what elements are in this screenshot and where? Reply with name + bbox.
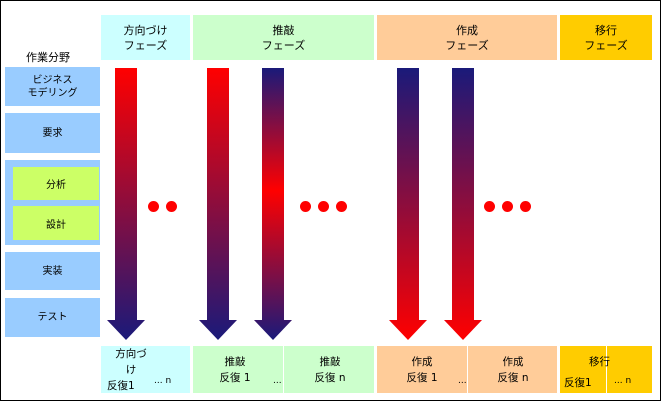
ellipsis-dot [502,201,513,212]
iter-construction-1-line2: 反復 1 [406,372,438,384]
area-implementation-label: 実装 [42,265,63,277]
phase-construction: 作成 フェーズ [377,15,557,60]
iter-construction-1: 作成 反復 1 [392,352,452,388]
phase-elaboration-line1: 推敲 [272,23,295,37]
arrow-construction-n [444,68,482,340]
phase-construction-line1: 作成 [456,23,478,37]
phase-inception: 方向づけ フェーズ [101,15,190,60]
area-business-modeling: ビジネス モデリング [5,67,100,106]
arrow-construction-1 [389,68,427,340]
iter-divider [283,346,284,393]
iter-construction-1-line1: 作成 [411,356,433,368]
iter-elaboration-1: 推敲 反復 1 [205,352,265,388]
area-analysis: 分析 [13,167,99,200]
iter-construction-n: 作成 反復 n [483,352,543,388]
iter-transition-1: 反復1 [564,377,592,389]
iter-elaboration-1-line1: 推敲 [224,356,246,368]
ellipsis-dot [484,201,495,212]
area-requirements-label: 要求 [42,127,63,139]
area-test: テスト [5,298,100,337]
area-test-label: テスト [37,312,68,323]
ellipsis-dot [336,201,347,212]
iter-transition-top: 移行 [589,356,610,368]
iter-transition-n: ... n [614,376,632,386]
ellipsis-dot [520,201,531,212]
iter-inception-1: 方向づけ 反復1 [101,348,149,392]
iter-elaboration-n-line2: 反復 n [314,372,346,384]
phase-transition-line1: 移行 [595,23,617,37]
arrow-elaboration-1 [199,68,237,340]
iter-elaboration-dots: ... [273,376,282,386]
phase-transition-line2: フェーズ [584,38,628,52]
iter-construction-dots: ... [458,376,467,386]
iter-elaboration-n: 推敲 反復 n [300,352,360,388]
work-area-header: 作業分野 [26,51,70,64]
iter-inception-1-line2: 反復1 [107,380,135,392]
ellipsis-dot [318,201,329,212]
phase-elaboration-line2: フェーズ [261,38,306,52]
phase-construction-line2: フェーズ [445,38,489,52]
area-analysis-label: 分析 [46,180,66,191]
ellipsis-dot [166,201,177,212]
area-requirements: 要求 [5,113,100,153]
phase-transition: 移行 フェーズ [560,15,652,60]
area-business-modeling-line2: モデリング [27,87,78,99]
iter-inception-bg [101,346,190,393]
phase-inception-line2: フェーズ [123,38,168,52]
phase-elaboration: 推敲 フェーズ [193,15,374,60]
arrow-inception [107,68,145,340]
phase-inception-line1: 方向づけ [123,23,168,37]
iter-elaboration-n-line1: 推敲 [319,356,341,368]
iter-divider [467,346,468,393]
iter-inception-n: ... n [154,376,172,386]
ellipsis-dot [300,201,311,212]
iter-elaboration-1-line2: 反復 1 [219,372,251,384]
iter-construction-n-line2: 反復 n [497,372,529,384]
ellipsis-dot [148,201,159,212]
iter-construction-n-line1: 作成 [502,356,524,368]
arrow-elaboration-n [254,68,292,340]
area-implementation: 実装 [5,252,100,290]
area-design-label: 設計 [46,219,66,231]
iter-inception-1-line1: 方向づけ [115,348,147,376]
iter-divider [606,346,607,393]
area-design: 設計 [13,206,99,240]
area-business-modeling-line1: ビジネス [32,74,73,86]
